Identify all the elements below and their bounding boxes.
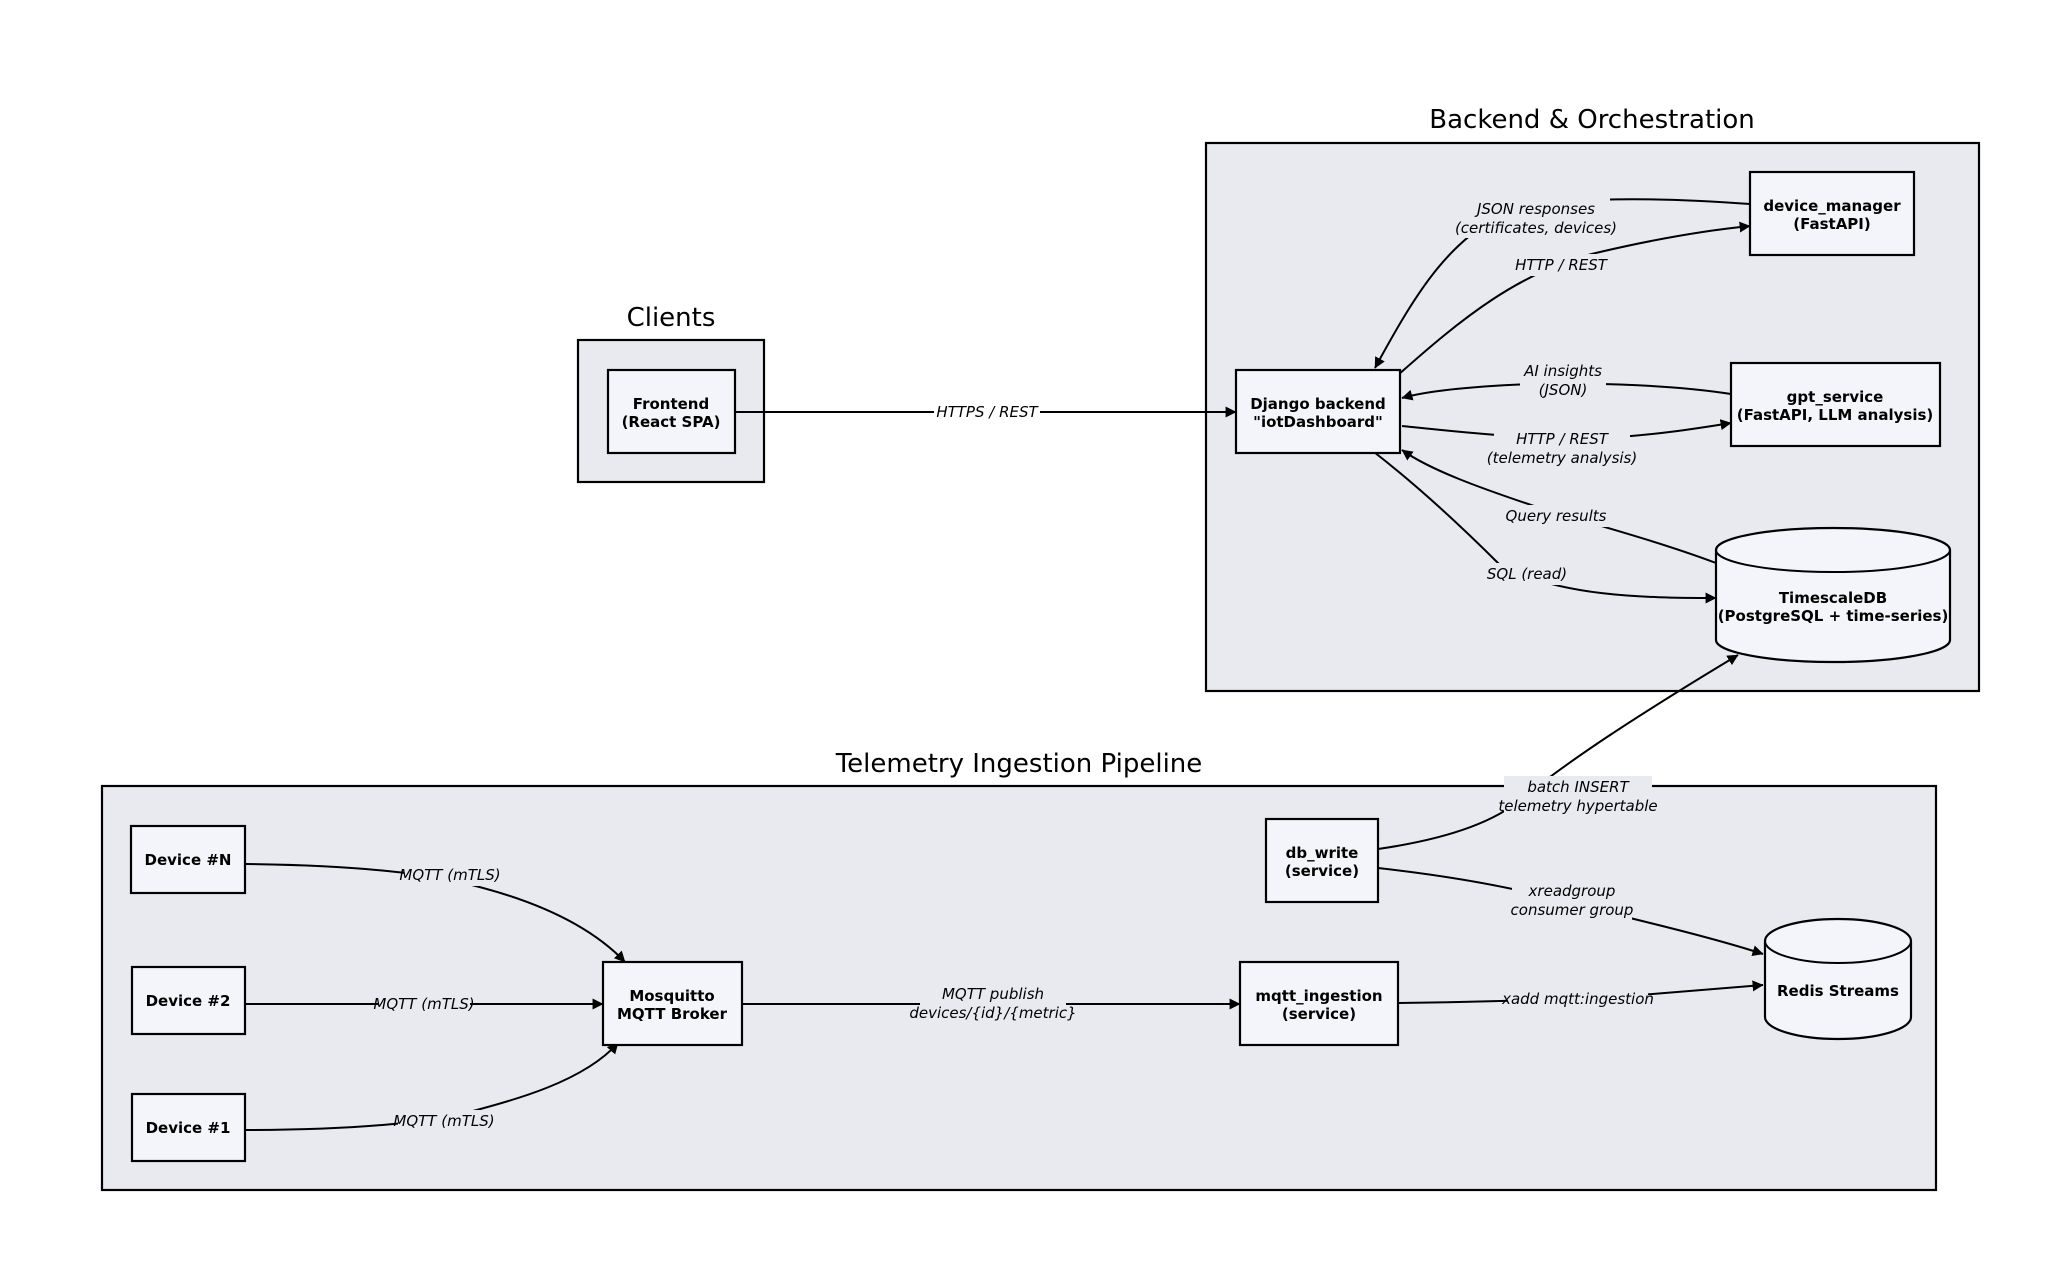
edge-label-django-gpt-1: HTTP / REST [1516,430,1610,448]
node-tsdb-label-1: TimescaleDB [1779,589,1887,607]
edge-label-dev2-mosq: MQTT (mTLS) [373,995,474,1013]
edge-label-dm-django-2: (certificates, devices) [1455,219,1617,237]
node-device-manager-label-1: device_manager [1763,197,1901,215]
node-device-manager-label-2: (FastAPI) [1793,215,1870,233]
edge-django-to-gpt: HTTP / REST (telemetry analysis) [1401,419,1732,468]
edge-label-django-gpt-2: (telemetry analysis) [1487,449,1637,467]
edge-django-to-tsdb: SQL (read) [1373,451,1717,604]
edge-device-n-to-mosquitto: MQTT (mTLS) [245,863,626,963]
node-ingestion-label-2: (service) [1282,1005,1356,1023]
edge-dbwrite-to-tsdb: batch INSERT telemetry hypertable [1377,654,1739,850]
edge-dbwrite-to-redis: xreadgroup consumer group [1377,867,1764,956]
edge-label-dbwrite-tsdb-1: batch INSERT [1527,778,1630,796]
node-timescaledb[interactable]: TimescaleDB (PostgreSQL + time-series) [1714,526,1952,664]
node-django-label-2: "iotDashboard" [1253,413,1383,431]
edge-label-dm-django-1: JSON responses [1474,200,1595,218]
node-frontend[interactable]: Frontend (React SPA) [606,368,737,455]
node-device-1[interactable]: Device #1 [130,1092,247,1163]
node-mosquitto[interactable]: Mosquitto MQTT Broker [601,960,744,1047]
edge-label-mosq-ingest-1: MQTT publish [942,985,1044,1003]
node-device-2[interactable]: Device #2 [130,965,247,1036]
node-dbwrite-label-1: db_write [1286,844,1359,862]
node-mosquitto-label-1: Mosquitto [629,987,714,1005]
node-device-1-label: Device #1 [146,1119,231,1137]
edge-label-tsdb-django: Query results [1506,507,1607,525]
node-frontend-label-1: Frontend [633,395,709,413]
edge-django-to-device-manager: HTTP / REST [1397,221,1751,376]
edge-device-1-to-mosquitto: MQTT (mTLS) [244,1042,619,1132]
node-django-label-1: Django backend [1250,395,1386,413]
edge-label-django-tsdb: SQL (read) [1487,565,1567,583]
nodes: Frontend (React SPA) Django backend "iot… [129,170,1952,1163]
edge-label-gpt-django-1: AI insights [1523,362,1602,380]
node-device-n[interactable]: Device #N [129,824,247,895]
edge-label-gpt-django-2: (JSON) [1539,381,1588,399]
node-db-write[interactable]: db_write (service) [1264,817,1380,904]
node-tsdb-label-2: (PostgreSQL + time-series) [1718,607,1949,625]
node-redis-label: Redis Streams [1777,982,1899,1000]
cluster-title-telemetry: Telemetry Ingestion Pipeline [835,749,1203,779]
node-dbwrite-label-2: (service) [1285,862,1359,880]
cluster-title-backend: Backend & Orchestration [1429,105,1755,135]
edge-label-django-dm: HTTP / REST [1515,256,1609,274]
node-frontend-label-2: (React SPA) [622,413,721,431]
edge-label-dev1-mosq: MQTT (mTLS) [393,1112,494,1130]
node-redis-streams[interactable]: Redis Streams [1763,917,1913,1041]
edges: HTTPS / REST JSON responses (certificate… [244,196,1764,1132]
node-mqtt-ingestion[interactable]: mqtt_ingestion (service) [1238,960,1400,1047]
edge-device-manager-to-django: JSON responses (certificates, devices) [1374,196,1751,369]
cluster-telemetry: Telemetry Ingestion Pipeline [100,749,1938,1192]
edge-gpt-to-django: AI insights (JSON) [1401,358,1732,401]
edge-label-dbwrite-redis-1: xreadgroup [1528,882,1616,900]
edge-ingestion-to-redis: xadd mqtt:ingestion [1397,980,1764,1010]
edge-label-frontend-django: HTTPS / REST [936,403,1039,421]
edge-label-ingest-redis: xadd mqtt:ingestion [1501,990,1654,1008]
node-ingestion-label-1: mqtt_ingestion [1255,987,1382,1005]
edge-frontend-to-django: HTTPS / REST [735,401,1237,423]
cluster-title-clients: Clients [627,303,716,333]
edge-tsdb-to-django: Query results [1401,449,1717,564]
edge-label-devn-mosq: MQTT (mTLS) [399,866,500,884]
edge-label-dbwrite-redis-2: consumer group [1511,901,1634,919]
node-django-backend[interactable]: Django backend "iotDashboard" [1234,368,1402,455]
edge-label-mosq-ingest-2: devices/{id}/{metric} [909,1004,1076,1022]
node-device-2-label: Device #2 [146,992,231,1010]
node-mosquitto-label-2: MQTT Broker [617,1005,728,1023]
node-gpt-label-1: gpt_service [1787,388,1884,406]
node-device-manager[interactable]: device_manager (FastAPI) [1748,170,1916,257]
edge-label-dbwrite-tsdb-2: telemetry hypertable [1498,797,1657,815]
edge-device-2-to-mosquitto: MQTT (mTLS) [245,993,604,1015]
node-gpt-label-2: (FastAPI, LLM analysis) [1737,406,1934,424]
edge-mosquitto-to-ingestion: MQTT publish devices/{id}/{metric} [742,983,1241,1025]
node-device-n-label: Device #N [145,851,232,869]
node-gpt-service[interactable]: gpt_service (FastAPI, LLM analysis) [1729,361,1942,448]
